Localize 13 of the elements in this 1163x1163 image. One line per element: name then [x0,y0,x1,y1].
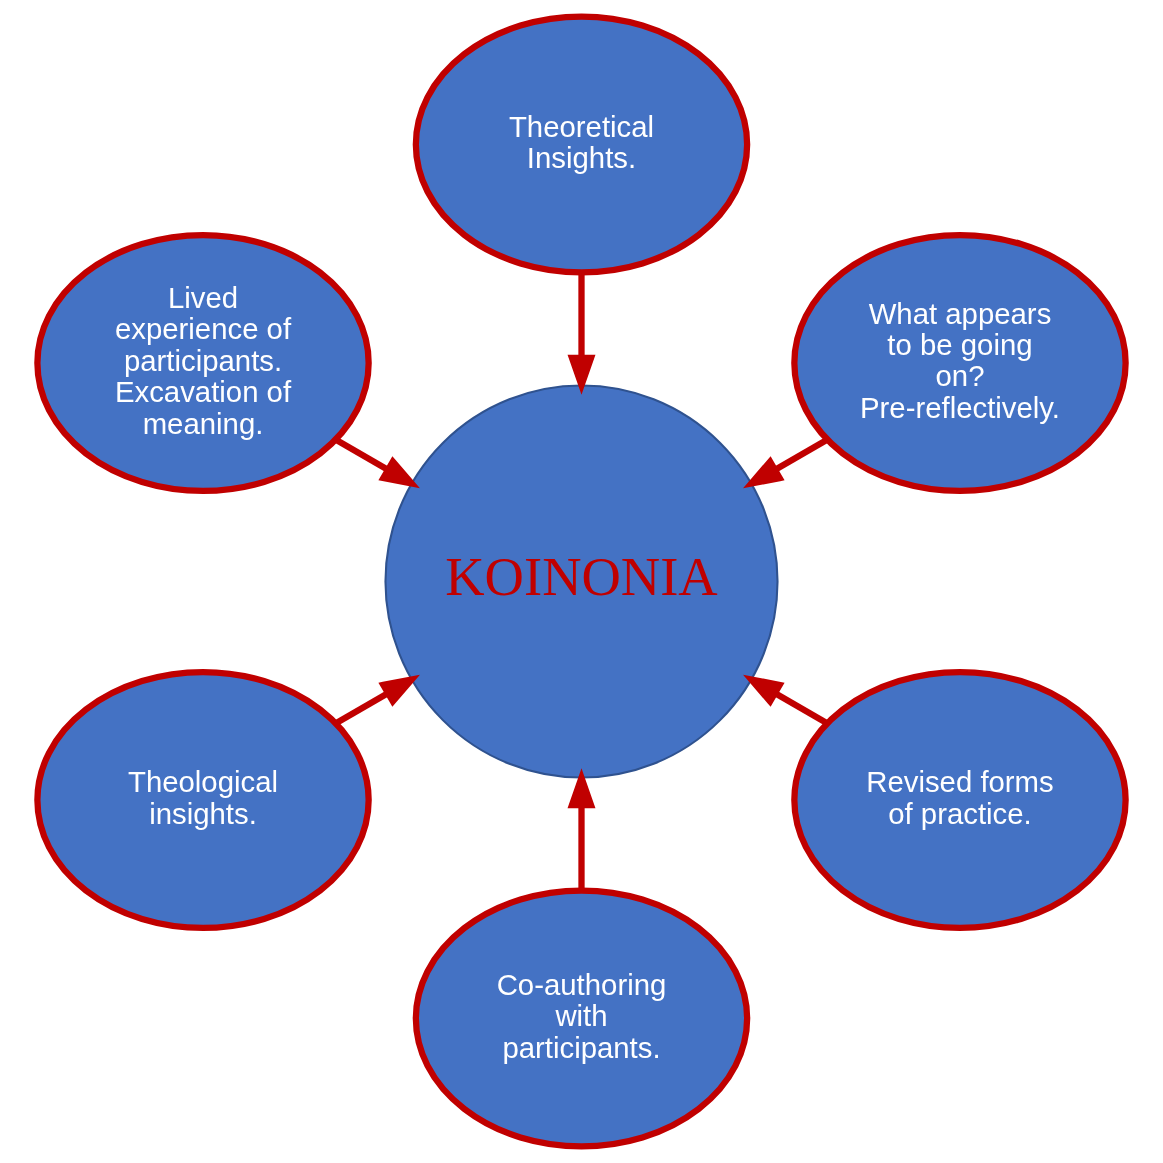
arrow [743,674,829,726]
node-ellipse: Theoretical Insights. [412,13,751,276]
arrow [743,437,829,489]
arrow [567,768,596,891]
node-circle: KOINONIA [384,384,779,779]
node-ellipse: What appears to be going on? Pre-reflectively. [791,231,1129,494]
arrow [567,272,596,395]
node-ellipse: Co-authoring with participants. [412,887,751,1150]
arrow [334,437,420,489]
node-ellipse: Revised forms of practice. [791,669,1129,932]
node-ellipse: Lived experience of participants. Excavation of meaning. [34,231,372,494]
arrow [334,674,420,726]
node-ellipse: Theological insights. [34,669,372,932]
